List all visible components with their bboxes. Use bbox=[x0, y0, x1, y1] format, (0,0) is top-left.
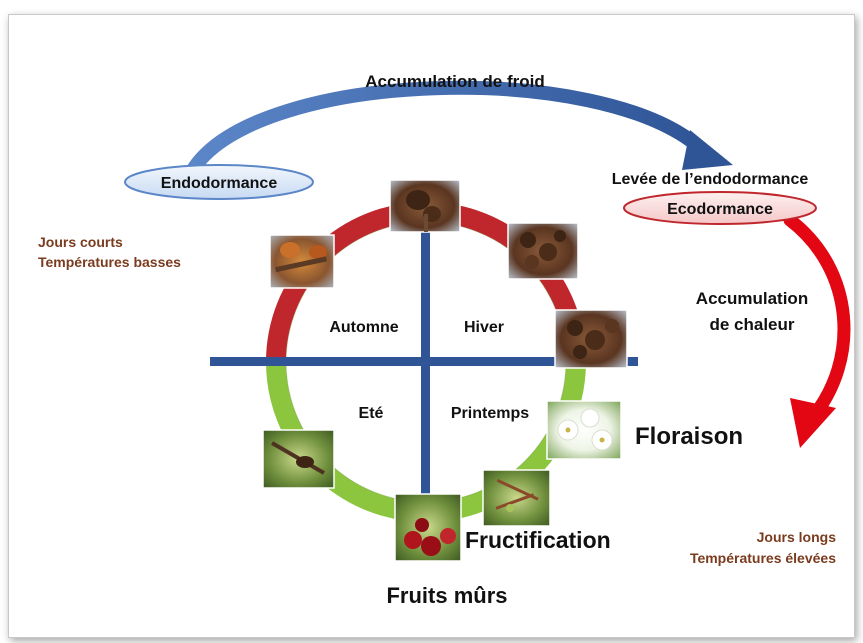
endodormance-label: Endodormance bbox=[161, 175, 278, 192]
long-days-label: Jours longs bbox=[757, 529, 837, 545]
heat-accumulation-label-2: de chaleur bbox=[709, 315, 794, 334]
photo-buds-right-upper bbox=[507, 222, 579, 280]
ecodormance-label: Ecodormance bbox=[667, 201, 773, 218]
photo-summer-bud bbox=[262, 429, 335, 489]
vertical-axis bbox=[421, 198, 430, 514]
heat-accumulation-label-1: Accumulation bbox=[696, 289, 808, 308]
low-temperatures-label: Températures basses bbox=[38, 254, 181, 270]
heat-accumulation-arrow bbox=[783, 213, 851, 425]
fruiting-label: Fructification bbox=[465, 527, 611, 553]
endodormance-release-label: Levée de l’endodormance bbox=[612, 171, 809, 188]
season-summer-label: Eté bbox=[359, 405, 384, 422]
photo-cherries bbox=[394, 493, 462, 562]
season-winter-label: Hiver bbox=[464, 319, 504, 336]
ecodormance-ellipse bbox=[623, 191, 817, 225]
ripe-fruits-label: Fruits mûrs bbox=[386, 583, 507, 608]
photo-autumn-branch bbox=[269, 234, 335, 289]
photo-young-fruits bbox=[482, 469, 551, 527]
season-spring-label: Printemps bbox=[451, 405, 529, 422]
season-autumn-label: Automne bbox=[329, 319, 398, 336]
photo-flowers bbox=[546, 400, 622, 460]
cold-accumulation-label: Accumulation de froid bbox=[365, 72, 544, 91]
endodormance-ellipse bbox=[124, 164, 314, 200]
heat-accumulation-arrowhead bbox=[790, 398, 836, 448]
short-days-label: Jours courts bbox=[38, 234, 123, 250]
photo-buds-right-lower bbox=[554, 309, 628, 369]
photo-winter-bud-top bbox=[389, 179, 461, 233]
cold-accumulation-arrow bbox=[187, 80, 707, 175]
flowering-label: Floraison bbox=[635, 423, 743, 450]
cold-accumulation-arrowhead bbox=[682, 130, 733, 170]
high-temperatures-label: Températures élevées bbox=[690, 550, 836, 566]
